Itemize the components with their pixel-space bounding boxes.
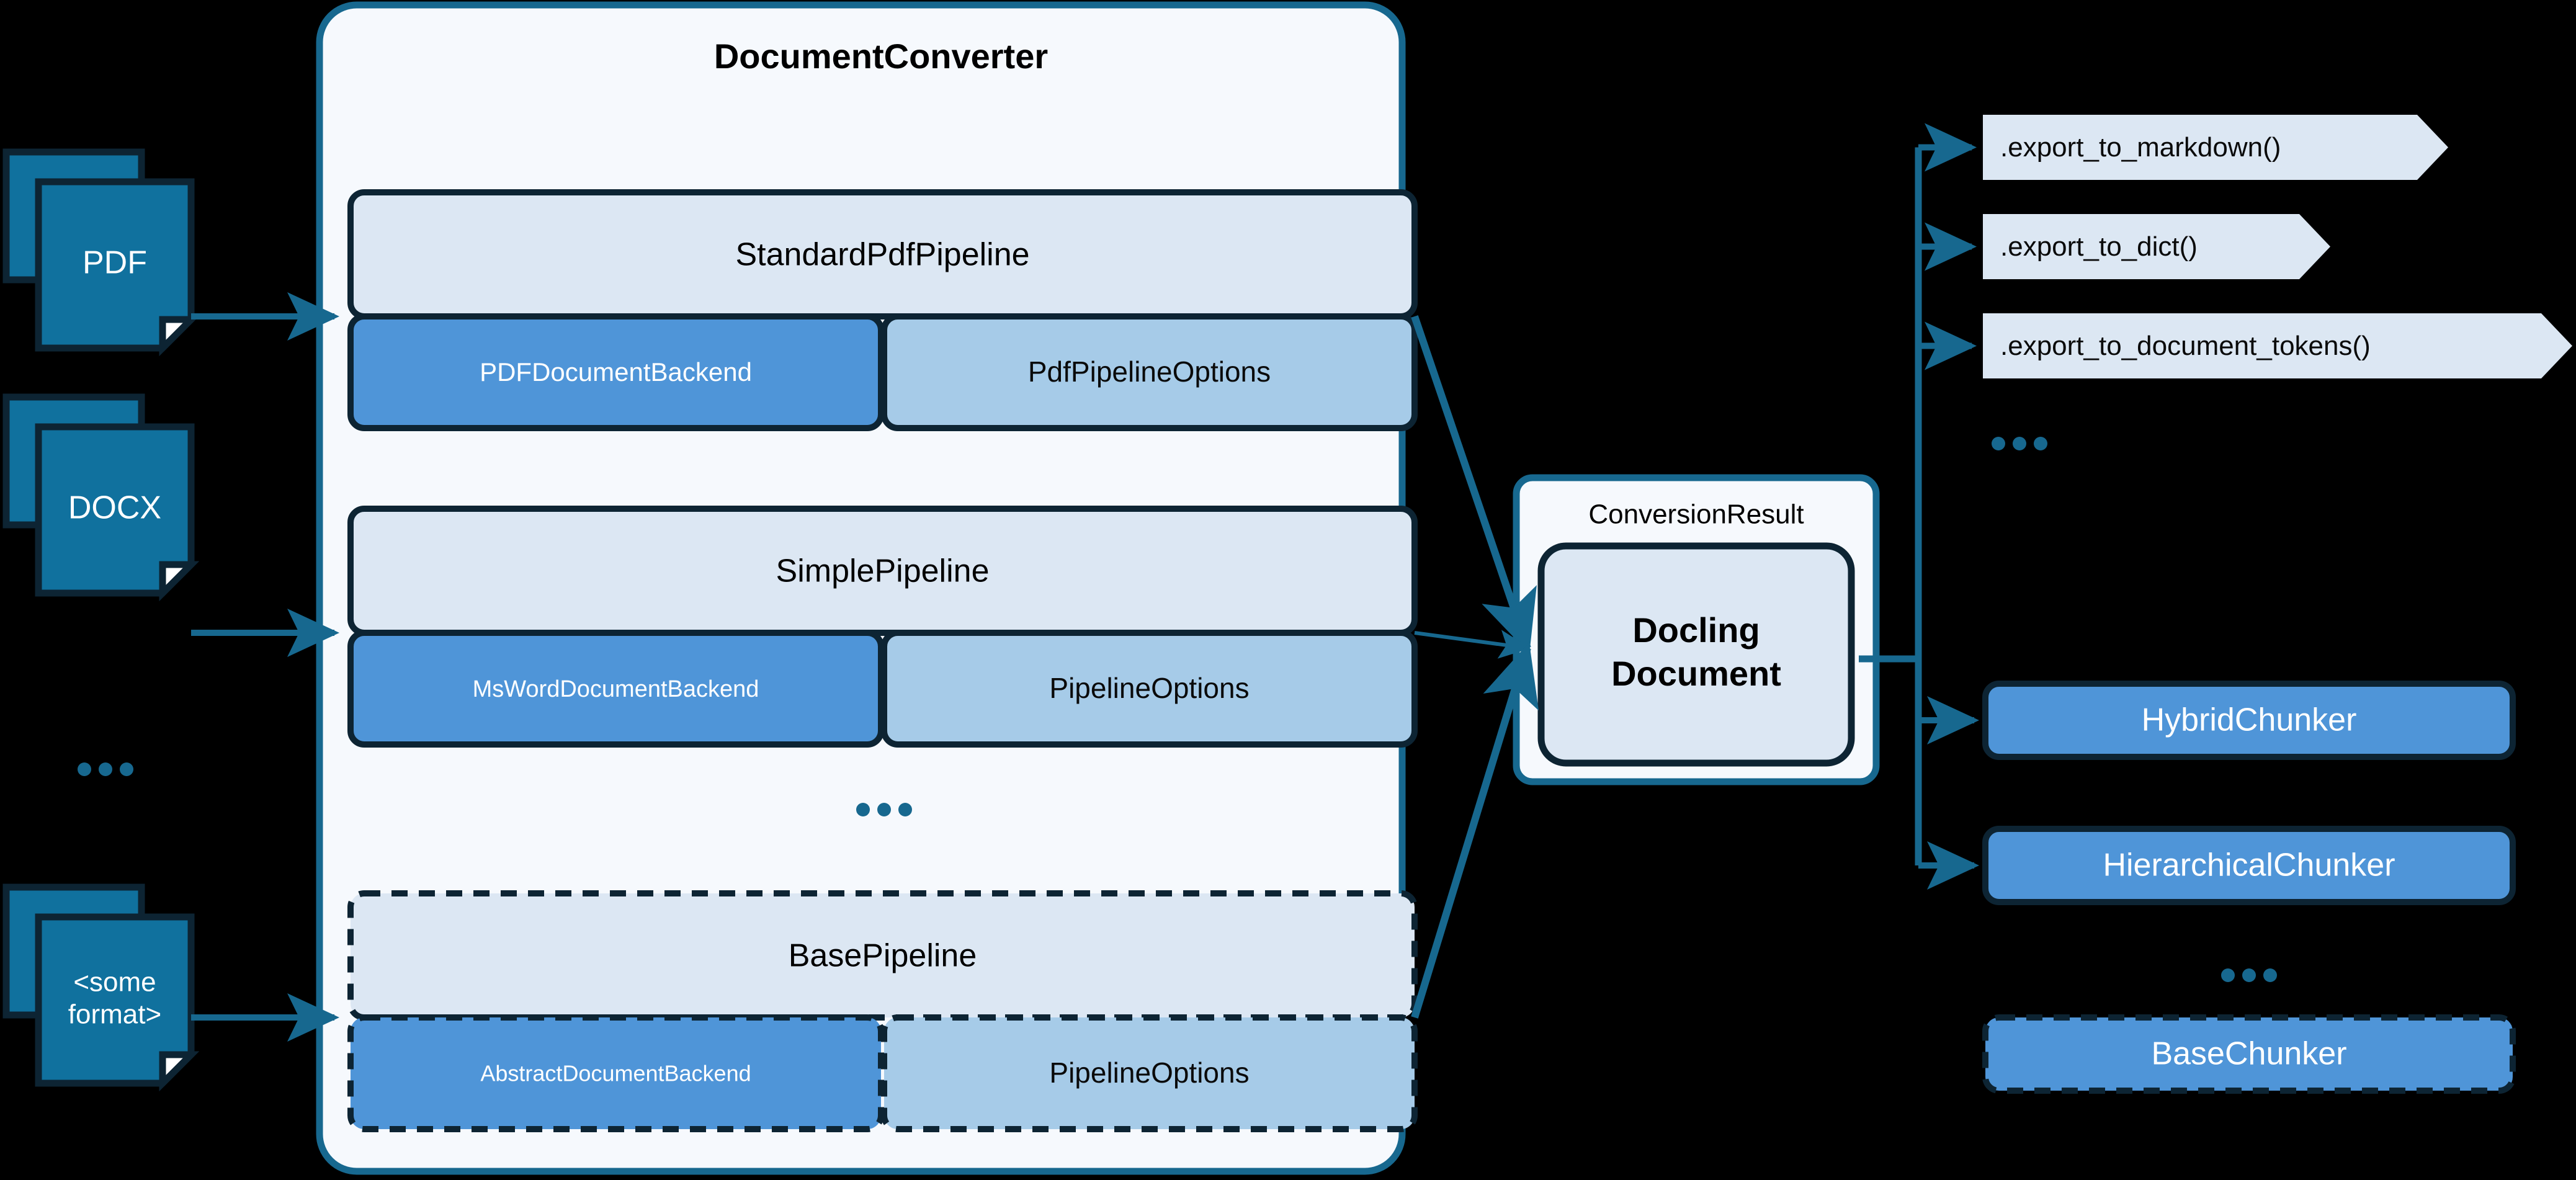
options-box[interactable] xyxy=(881,313,1418,431)
chunker-box-2[interactable] xyxy=(1982,1014,2516,1094)
conversion-result-title: ConversionResult xyxy=(1588,499,1804,530)
options-box[interactable] xyxy=(881,630,1418,748)
pipeline-result-arrow-2 xyxy=(1411,642,1539,1019)
document-fold-corner xyxy=(159,1051,200,1092)
input-document-1[interactable]: DOCX xyxy=(2,393,200,602)
export-methods: .export_to_markdown() .export_to_dict() .e… xyxy=(1983,115,2572,450)
chunkers: HybridChunkerHierarchicalChunkerBaseChun… xyxy=(1982,681,2516,1094)
document-fold-corner xyxy=(159,561,200,602)
pipeline-result-arrow-0 xyxy=(1411,315,1537,654)
options-box[interactable] xyxy=(881,1014,1418,1132)
docling-document-label: Document xyxy=(1611,654,1781,693)
backend-label: MsWordDocumentBackend xyxy=(473,676,759,702)
export-method-label: .export_to_markdown() xyxy=(2000,132,2281,163)
document-fold-corner xyxy=(159,316,200,357)
chunker-label: HierarchicalChunker xyxy=(2103,847,2395,883)
export-method-0[interactable]: .export_to_markdown() xyxy=(1983,115,2448,180)
ellipsis-dot xyxy=(877,803,891,816)
export-chevron xyxy=(1983,313,2572,378)
converter-ellipsis xyxy=(856,803,912,816)
pipeline-name: SimplePipeline xyxy=(776,553,990,589)
ellipsis-dot xyxy=(1992,437,2005,450)
ellipsis-dot xyxy=(2013,437,2026,450)
ellipsis-dot xyxy=(120,762,133,776)
backend-label: PDFDocumentBackend xyxy=(480,357,752,387)
ellipsis-dot xyxy=(2221,968,2235,982)
chunkers-ellipsis xyxy=(2221,968,2277,982)
export-method-2[interactable]: .export_to_document_tokens() xyxy=(1983,313,2572,378)
result-output-branches xyxy=(1859,123,1980,890)
ellipsis-dot xyxy=(898,803,912,816)
options-label: PdfPipelineOptions xyxy=(1028,355,1271,388)
options-label: PipelineOptions xyxy=(1049,1057,1249,1089)
document-label: PDF xyxy=(83,245,147,281)
pipeline-box[interactable] xyxy=(347,890,1418,1021)
pipeline-to-result-arrows xyxy=(1411,315,1539,1019)
backend-label: AbstractDocumentBackend xyxy=(480,1061,751,1086)
export-method-label: .export_to_document_tokens() xyxy=(2000,331,2371,361)
converter-title: DocumentConverter xyxy=(714,37,1048,76)
options-label: PipelineOptions xyxy=(1049,672,1249,704)
ellipsis-dot xyxy=(2263,968,2277,982)
ellipsis-dot xyxy=(99,762,112,776)
chunker-label: HybridChunker xyxy=(2142,702,2357,738)
export-chevron xyxy=(1983,214,2330,279)
pipeline-result-arrow-1 xyxy=(1414,630,1531,659)
export-chevron xyxy=(1983,115,2448,180)
ellipsis-dot xyxy=(856,803,870,816)
document-label: format> xyxy=(68,999,161,1030)
ellipsis-dot xyxy=(78,762,91,776)
export-method-label: .export_to_dict() xyxy=(2000,231,2198,262)
chunker-label: BaseChunker xyxy=(2151,1036,2346,1072)
ellipsis-dot xyxy=(2034,437,2047,450)
pipeline-box[interactable] xyxy=(347,506,1418,636)
docling-document-label: Docling xyxy=(1632,610,1760,650)
chunker-box-0[interactable] xyxy=(1982,681,2516,760)
inputs-ellipsis xyxy=(78,762,133,776)
docling-document-box[interactable] xyxy=(1537,542,1855,767)
pipeline-name: StandardPdfPipeline xyxy=(735,237,1029,273)
document-label: DOCX xyxy=(68,490,161,526)
chunker-box-1[interactable] xyxy=(1982,826,2516,905)
exports-ellipsis xyxy=(1992,437,2047,450)
ellipsis-dot xyxy=(2242,968,2256,982)
document-label: <some xyxy=(73,967,156,998)
pipeline-box[interactable] xyxy=(347,189,1418,320)
backend-box[interactable] xyxy=(347,1014,884,1132)
export-method-1[interactable]: .export_to_dict() xyxy=(1983,214,2330,279)
pipeline-name: BasePipeline xyxy=(789,938,977,974)
input-document-0[interactable]: PDF xyxy=(2,148,200,357)
